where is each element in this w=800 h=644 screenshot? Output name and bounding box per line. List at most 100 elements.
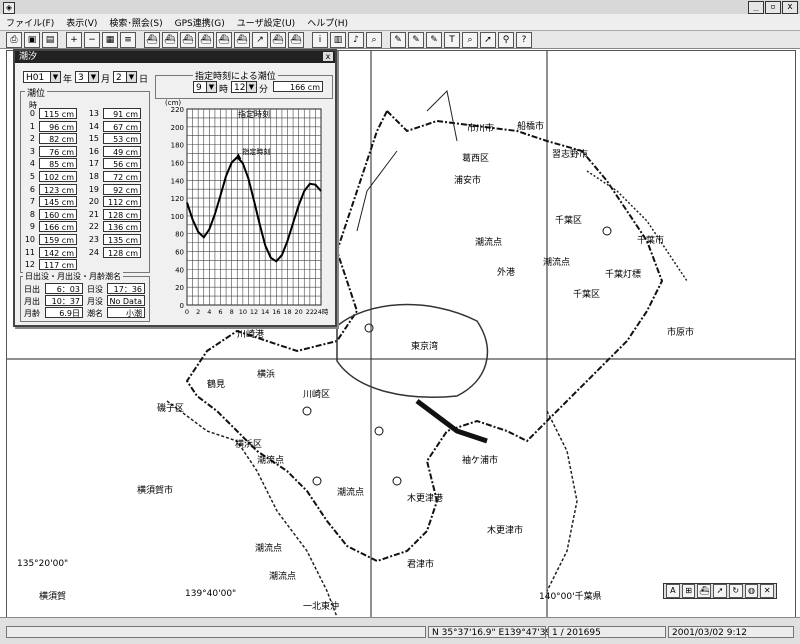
tide-value: 128 cm — [103, 208, 141, 220]
dialog-titlebar: 潮汐 x — [15, 51, 335, 63]
minimize-button[interactable]: _ — [748, 1, 764, 14]
music-icon[interactable]: ♪ — [348, 31, 364, 48]
chart-x-tick: 4 — [207, 308, 211, 316]
map-label: 木更津港 — [407, 494, 444, 504]
tide-value: 160 cm — [39, 208, 77, 220]
ship-icon[interactable]: ⛴ — [288, 31, 304, 48]
ship-icon[interactable]: ⛴ — [144, 31, 160, 48]
chart-y-tick: 200 — [171, 124, 184, 132]
map-label: 横須賀 — [39, 592, 67, 602]
table-icon[interactable]: ▥ — [330, 31, 346, 48]
arrow-icon[interactable]: ➚ — [480, 31, 496, 48]
search-icon[interactable]: ⌕ — [366, 31, 382, 48]
tide-hour: 13 — [88, 109, 99, 118]
map-label: 磯子区 — [157, 404, 185, 414]
help-icon[interactable]: ? — [516, 31, 532, 48]
day-select[interactable]: 2▼ — [113, 71, 137, 83]
ship-icon[interactable]: ⛴ — [162, 31, 178, 48]
globe-icon[interactable]: ◍ — [744, 584, 759, 598]
close-icon[interactable]: ✕ — [760, 584, 775, 598]
year-select[interactable]: H01▼ — [23, 71, 61, 83]
status-scale: 1 / 201695 — [548, 626, 666, 638]
map-label: 潮流点 — [257, 456, 285, 466]
route-icon[interactable]: ↻ — [728, 584, 743, 598]
chart-x-tick: 24時 — [314, 308, 329, 316]
pen-icon[interactable]: ✎ — [426, 31, 442, 48]
toolbar: ⎙ ▣ ▤ + − ▦ ≡ ⛴ ⛴ ⛴ ⛴ ⛴ ⛴ ↗ ⛴ ⛴ i ▥ ♪ ⌕ … — [0, 31, 800, 49]
map-label: 川崎港 — [237, 330, 265, 340]
ship-icon[interactable]: ⛴ — [270, 31, 286, 48]
hour-select[interactable]: 9▼ — [193, 81, 217, 93]
zoom-in-icon[interactable]: + — [66, 31, 82, 48]
tide-hour: 0 — [29, 109, 35, 118]
minute-select[interactable]: 12▼ — [231, 81, 257, 93]
preview-icon[interactable]: ▣ — [24, 31, 40, 48]
info-icon[interactable]: i — [312, 31, 328, 48]
tide-value: 53 cm — [103, 133, 141, 145]
sunrise-label: 日出 — [24, 285, 40, 294]
pen-icon[interactable]: ✎ — [390, 31, 406, 48]
text-icon[interactable]: A — [666, 584, 680, 598]
map-label: 千葉灯標 — [605, 270, 642, 280]
tide-hour: 6 — [29, 184, 35, 194]
pen-icon[interactable]: ✎ — [408, 31, 424, 48]
text-icon[interactable]: T — [444, 31, 460, 48]
chart-y-tick: 180 — [171, 142, 184, 150]
map-label: 君津市 — [407, 560, 435, 570]
tide-value: 92 cm — [103, 183, 141, 195]
menu-help[interactable]: ヘルプ(H) — [307, 18, 348, 29]
tide-hour: 23 — [88, 235, 99, 244]
tide-hour: 10 — [24, 235, 35, 244]
maximize-button[interactable]: ▫ — [765, 1, 781, 14]
chart-title: 指定時刻 — [238, 109, 270, 119]
ship-icon[interactable]: ⛴ — [697, 584, 712, 598]
menu-file[interactable]: ファイル(F) — [6, 18, 55, 29]
window-titlebar: ◈ _ ▫ x — [0, 0, 800, 15]
month-select[interactable]: 3▼ — [75, 71, 99, 83]
ship-icon[interactable]: ⛴ — [216, 31, 232, 48]
specified-time-label: 指定時刻による潮位 — [193, 69, 278, 82]
menu-gps[interactable]: GPS連携(G) — [174, 18, 225, 29]
menu-view[interactable]: 表示(V) — [66, 18, 98, 29]
status-bar: N 35°37'16.9" E139°47'39.6" 1 / 201695 2… — [0, 617, 800, 644]
tide-hour: 9 — [29, 222, 35, 232]
tide-value: 136 cm — [103, 221, 141, 233]
tide-value: 123 cm — [39, 183, 77, 195]
tide-name-label: 潮名 — [87, 309, 103, 318]
chart-y-tick: 60 — [175, 249, 184, 257]
search-icon[interactable]: ⌕ — [462, 31, 478, 48]
close-button[interactable]: x — [782, 1, 798, 14]
sun-moon-label: 日出没・月出没・月齢潮名 — [23, 271, 123, 282]
grid-icon[interactable]: ▦ — [102, 31, 118, 48]
menu-user-settings[interactable]: ユーザ設定(U) — [236, 18, 296, 29]
ship-icon[interactable]: ⛴ — [198, 31, 214, 48]
tide-hour: 7 — [29, 197, 35, 207]
zoom-out-icon[interactable]: − — [84, 31, 100, 48]
layers-icon[interactable]: ≡ — [120, 31, 136, 48]
ship-icon[interactable]: ⛴ — [180, 31, 196, 48]
tide-hour: 8 — [29, 209, 35, 219]
map-label: 千葉区 — [573, 290, 601, 300]
tide-hour: 15 — [88, 134, 99, 144]
chart-y-tick: 100 — [171, 213, 184, 221]
tide-value: 72 cm — [103, 171, 141, 182]
tide-value: 49 cm — [103, 145, 141, 157]
month-unit: 月 — [101, 75, 111, 85]
tide-value: 115 cm — [39, 108, 77, 119]
day-unit: 日 — [139, 75, 149, 85]
arrow-icon[interactable]: ➚ — [713, 584, 727, 598]
pin-icon[interactable]: ⚲ — [498, 31, 514, 48]
route-icon[interactable]: ↗ — [252, 31, 268, 48]
open-icon[interactable]: ▤ — [42, 31, 58, 48]
chart-y-tick: 140 — [171, 177, 184, 185]
view-icon[interactable]: ⊞ — [681, 584, 696, 598]
map-label: 横浜 — [257, 370, 276, 380]
tide-hour: 12 — [24, 260, 35, 270]
ship-icon[interactable]: ⛴ — [234, 31, 250, 48]
chart-y-tick: 80 — [175, 231, 184, 239]
print-icon[interactable]: ⎙ — [6, 31, 22, 48]
dialog-close-button[interactable]: x — [323, 52, 333, 61]
menu-search[interactable]: 検索･照会(S) — [109, 18, 163, 29]
